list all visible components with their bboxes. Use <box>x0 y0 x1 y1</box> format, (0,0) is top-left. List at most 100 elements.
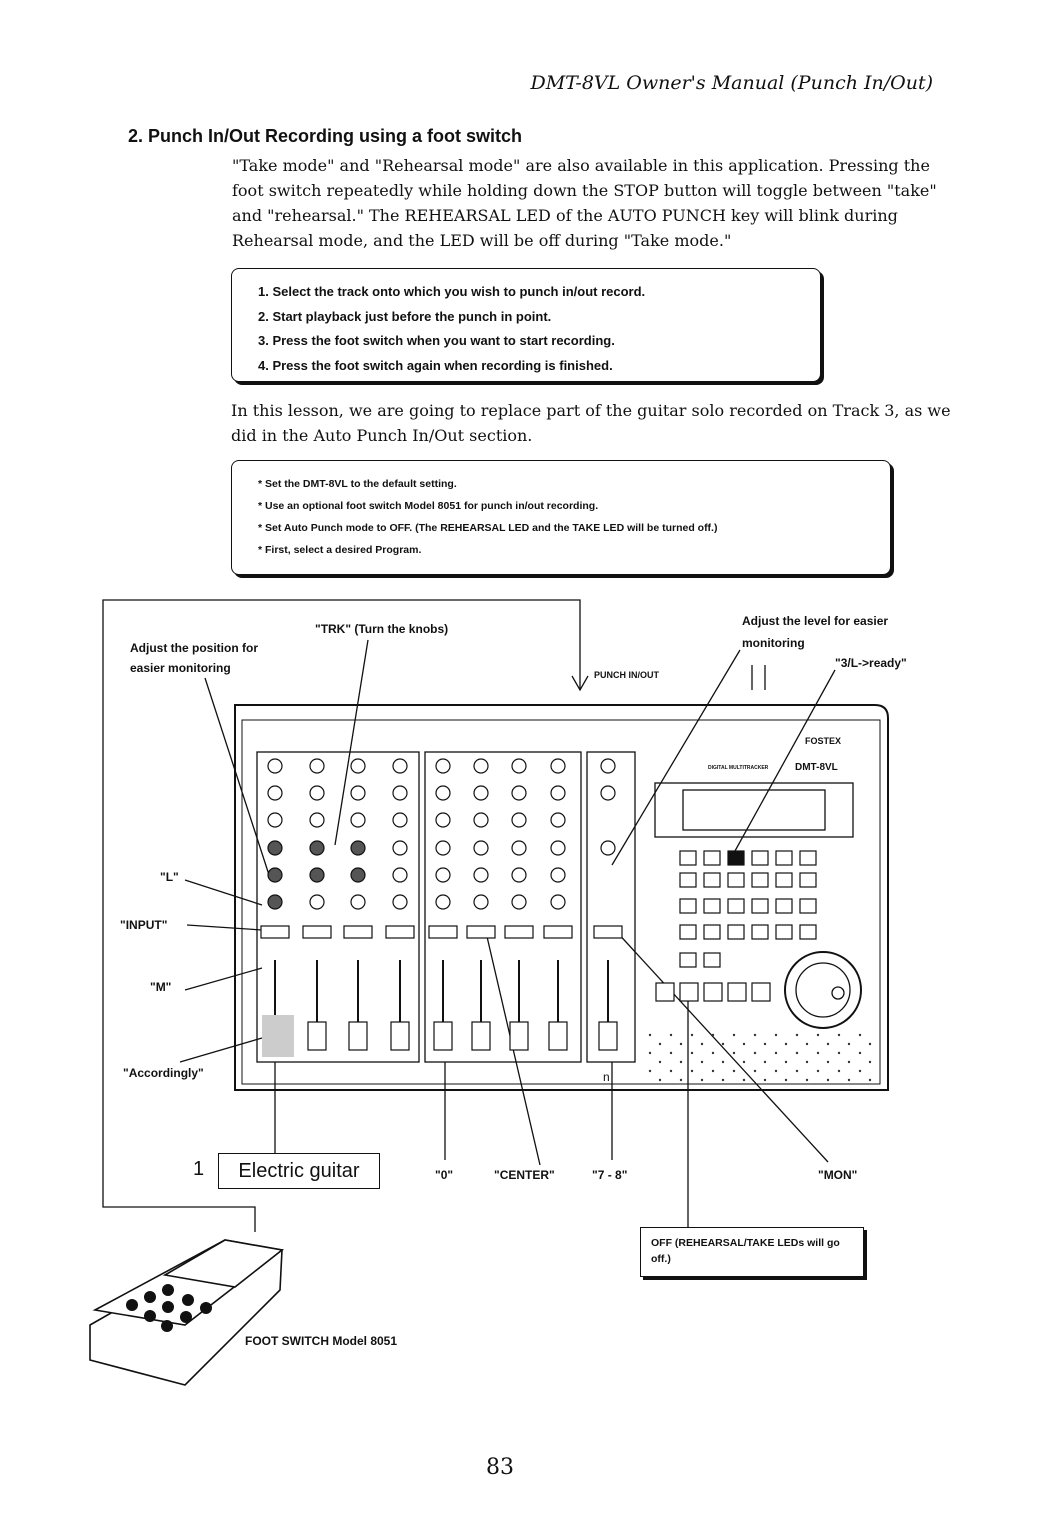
panel-button-icon <box>679 924 697 940</box>
fader-cap-icon <box>307 1021 327 1051</box>
speaker-grille-dot <box>753 1033 757 1037</box>
section-title: 2. Punch In/Out Recording using a foot s… <box>128 126 523 146</box>
speaker-grille-dot <box>742 1042 746 1046</box>
label-trk: "TRK" (Turn the knobs) <box>315 622 449 636</box>
speaker-grille-dot <box>837 1033 841 1037</box>
fader-cap-icon <box>509 1021 529 1051</box>
knob-icon <box>350 758 366 774</box>
panel-button-icon <box>775 924 793 940</box>
panel-button-icon <box>703 872 721 888</box>
speaker-grille-dot <box>847 1042 851 1046</box>
panel-button-icon <box>679 952 697 968</box>
label-zero: "0" <box>435 1168 454 1182</box>
preparation-list: * Set the DMT-8VL to the default setting… <box>232 461 890 561</box>
lesson-paragraph: In this lesson, we are going to replace … <box>231 401 951 445</box>
speaker-grille-dot <box>690 1033 694 1037</box>
knob-icon <box>511 812 527 828</box>
knob-icon <box>392 867 408 883</box>
speaker-grille-dot <box>847 1078 851 1082</box>
mon-note: OFF (REHEARSAL/TAKE LEDs will go off.) <box>651 1237 840 1265</box>
speaker-grille-dot <box>763 1042 767 1046</box>
speaker-grille-dot <box>816 1033 820 1037</box>
speaker-grille-dot <box>711 1033 715 1037</box>
knob-icon <box>309 894 325 910</box>
speaker-grille-dot <box>868 1060 872 1064</box>
fader-cap-icon <box>348 1021 368 1051</box>
knob-icon <box>473 840 489 856</box>
speaker-grille-dot <box>774 1051 778 1055</box>
panel-button-icon <box>799 924 817 940</box>
transport-button-icon <box>727 982 747 1002</box>
speaker-grille-dot <box>669 1069 673 1073</box>
panel-button-icon <box>703 952 721 968</box>
knob-icon <box>550 758 566 774</box>
step-item: 2. Start playback just before the punch … <box>258 308 552 324</box>
knob-icon <box>392 894 408 910</box>
panel-button-icon <box>703 850 721 866</box>
speaker-grille-dot <box>784 1060 788 1064</box>
speaker-grille-dot <box>763 1078 767 1082</box>
label-seven-eight: "7 - 8" <box>592 1168 628 1182</box>
panel-button-icon <box>727 872 745 888</box>
device-subtitle: DIGITAL MULTITRACKER <box>708 765 769 771</box>
knob-icon <box>473 758 489 774</box>
panel-button-icon <box>799 850 817 866</box>
knob-icon <box>267 785 283 801</box>
label-input: "INPUT" <box>120 918 168 932</box>
knob-icon <box>267 840 283 856</box>
knob-icon <box>550 894 566 910</box>
speaker-grille-dot <box>658 1078 662 1082</box>
knob-icon <box>550 840 566 856</box>
step-item: 4. Press the foot switch again when reco… <box>258 357 613 373</box>
knob-icon <box>392 785 408 801</box>
speaker-grille-dot <box>784 1078 788 1082</box>
knob-icon <box>350 840 366 856</box>
track-name-box: Electric guitar <box>218 1153 380 1189</box>
panel-button-icon <box>751 872 769 888</box>
fader-highlight <box>262 1015 294 1057</box>
speaker-grille-dot <box>753 1051 757 1055</box>
knob-icon <box>550 867 566 883</box>
steps-list: 1. Select the track onto which you wish … <box>232 269 820 378</box>
speaker-grille-dot <box>690 1051 694 1055</box>
brand-logo: FOSTEX <box>805 736 842 746</box>
knob-icon <box>600 785 616 801</box>
knob-icon <box>435 785 451 801</box>
knob-icon <box>435 894 451 910</box>
preparation-item: * Set Auto Punch mode to OFF. (The REHEA… <box>258 522 718 534</box>
transport-button-icon <box>751 982 771 1002</box>
speaker-grille-dot <box>795 1051 799 1055</box>
speaker-grille-dot <box>732 1051 736 1055</box>
speaker-grille-dot <box>816 1069 820 1073</box>
knob-icon <box>309 867 325 883</box>
label-foot-switch: FOOT SWITCH Model 8051 <box>245 1334 398 1348</box>
input-switch-icon <box>593 925 623 939</box>
fader-cap-icon <box>471 1021 491 1051</box>
speaker-grille-dot <box>763 1060 767 1064</box>
label-center: "CENTER" <box>494 1168 555 1182</box>
speaker-grille-dot <box>858 1033 862 1037</box>
speaker-grille-dot <box>805 1042 809 1046</box>
panel-button-icon <box>727 898 745 914</box>
speaker-grille-dot <box>721 1060 725 1064</box>
knob-icon <box>511 894 527 910</box>
speaker-grille-dot <box>837 1069 841 1073</box>
knob-icon <box>350 785 366 801</box>
knob-icon <box>309 840 325 856</box>
preparation-item: * Use an optional foot switch Model 8051… <box>258 500 599 512</box>
fader-cap-icon <box>433 1021 453 1051</box>
step-item: 1. Select the track onto which you wish … <box>258 284 646 299</box>
speaker-grille-dot <box>742 1060 746 1064</box>
knob-icon <box>473 812 489 828</box>
knob-icon <box>600 840 616 856</box>
speaker-grille-dot <box>868 1042 872 1046</box>
speaker-grille-dot <box>700 1078 704 1082</box>
knob-icon <box>392 840 408 856</box>
speaker-grille-dot <box>669 1033 673 1037</box>
label-adjust-level: Adjust the level for easier monitoring <box>742 614 889 650</box>
speaker-grille-dot <box>837 1051 841 1055</box>
panel-button-icon <box>775 872 793 888</box>
panel-button-icon <box>679 850 697 866</box>
fader-cap-icon <box>390 1021 410 1051</box>
speaker-grille-dot <box>805 1060 809 1064</box>
